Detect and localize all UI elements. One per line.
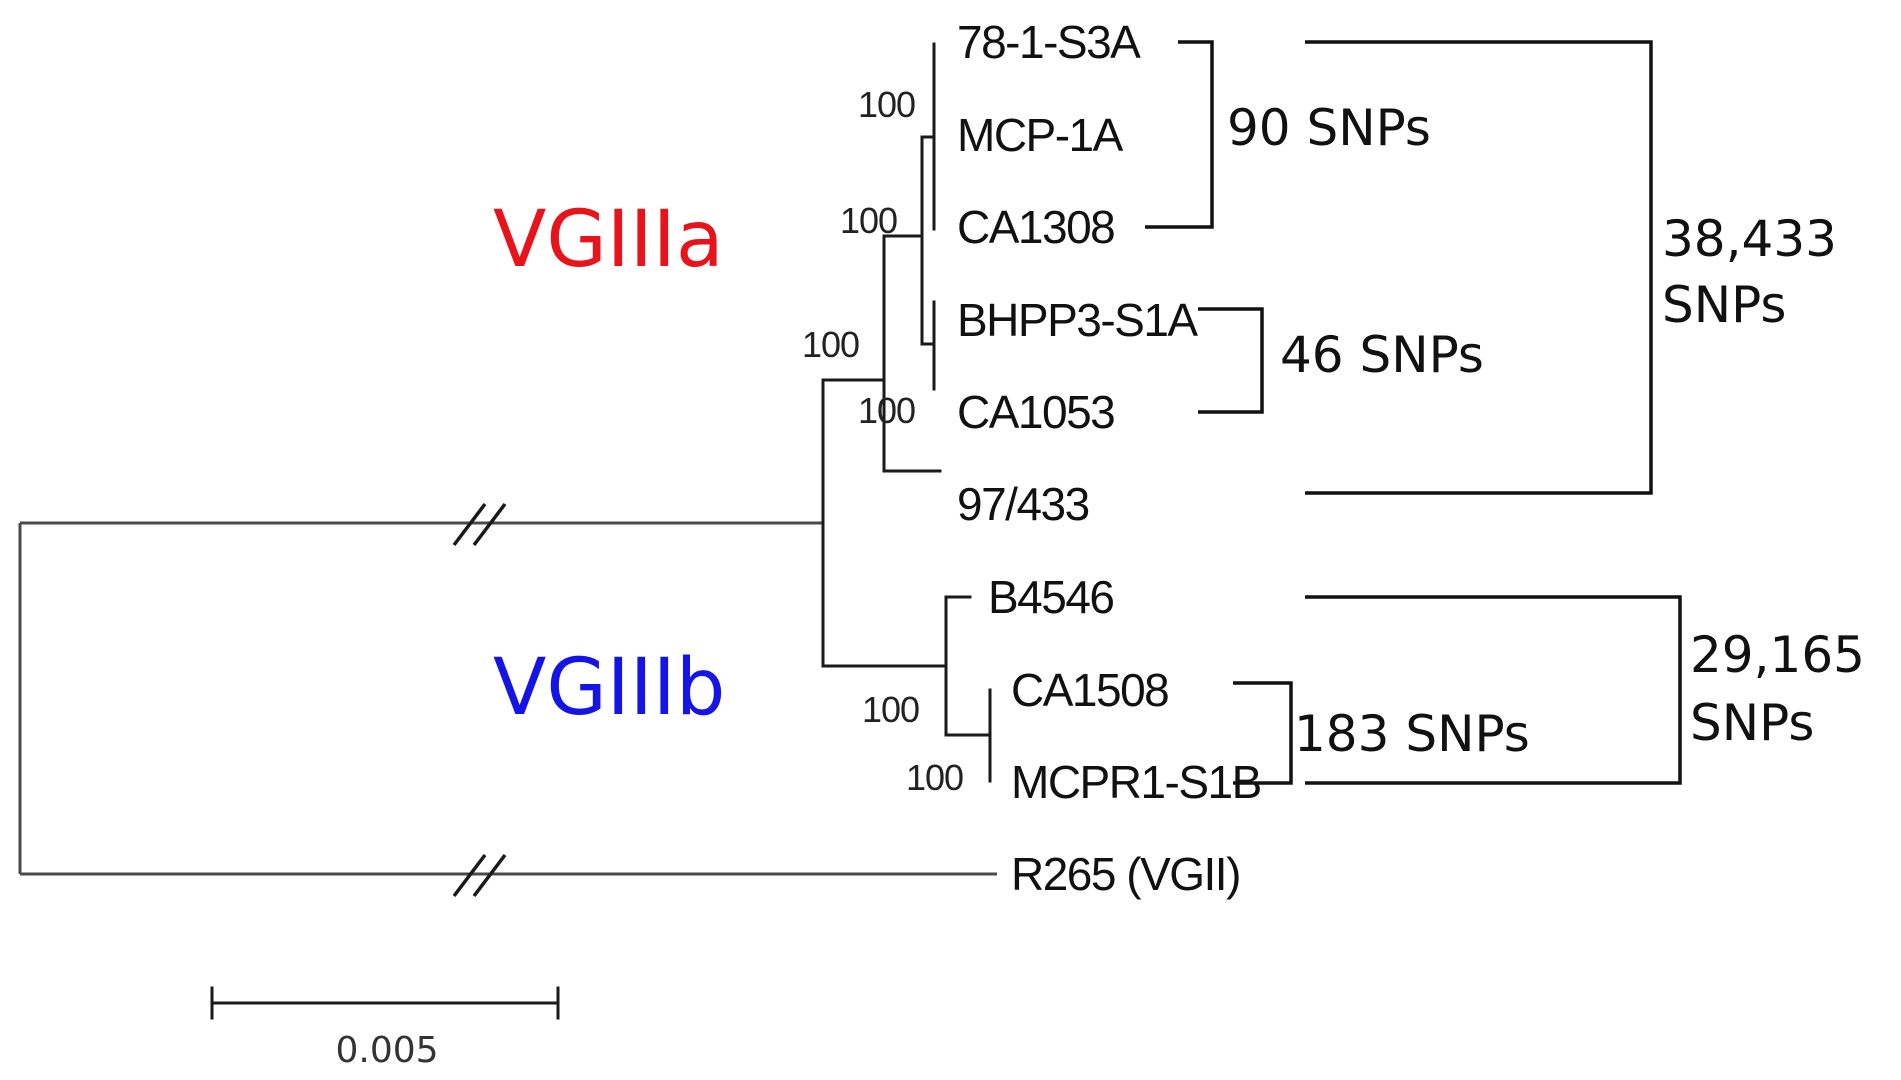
taxon-label: 78-1-S3A bbox=[957, 16, 1141, 68]
bootstrap-value: 100 bbox=[862, 689, 919, 730]
bootstrap-value: 100 bbox=[858, 84, 915, 125]
bracket-38433-snps bbox=[1305, 40, 1653, 495]
clade-label-vgiiia: VGIIIa bbox=[493, 195, 724, 285]
bracket-183-snps bbox=[1233, 681, 1293, 785]
taxon-label: B4546 bbox=[988, 571, 1114, 623]
break-mark-top-1 bbox=[452, 502, 487, 547]
snp-count-label: SNPs bbox=[1690, 694, 1814, 752]
bracket-90-snps bbox=[1145, 40, 1214, 229]
bootstrap-value: 100 bbox=[906, 757, 963, 798]
clade-label-vgiiib: VGIIIb bbox=[493, 643, 725, 733]
snp-count-label: 29,165 bbox=[1690, 626, 1865, 684]
snp-count-label: 90 SNPs bbox=[1227, 99, 1431, 157]
bootstrap-values: 100 100 100 100 100 100 bbox=[802, 84, 964, 798]
bootstrap-value: 100 bbox=[858, 390, 915, 431]
taxon-label: R265 (VGII) bbox=[1011, 848, 1240, 900]
taxon-label: MCPR1-S1B bbox=[1011, 756, 1261, 808]
taxon-label: 97/433 bbox=[957, 478, 1089, 530]
break-mark-top-2 bbox=[472, 502, 507, 547]
snp-count-label: 38,433 bbox=[1662, 210, 1837, 268]
bootstrap-value: 100 bbox=[802, 324, 859, 365]
scale-bar-label: 0.005 bbox=[335, 1030, 438, 1071]
bootstrap-value: 100 bbox=[840, 200, 897, 241]
taxon-label: BHPP3-S1A bbox=[957, 294, 1198, 346]
taxon-label: CA1308 bbox=[957, 201, 1114, 253]
taxon-label: MCP-1A bbox=[957, 109, 1124, 161]
snp-count-label: SNPs bbox=[1662, 276, 1786, 334]
taxon-label: CA1053 bbox=[957, 386, 1114, 438]
taxon-labels: 78-1-S3A MCP-1A CA1308 BHPP3-S1A CA1053 … bbox=[957, 16, 1262, 900]
scale-bar: 0.005 bbox=[210, 986, 560, 1071]
snp-count-label: 183 SNPs bbox=[1294, 705, 1530, 763]
break-mark-bottom-2 bbox=[472, 853, 507, 898]
branch-break-marks bbox=[452, 502, 507, 898]
snp-count-label: 46 SNPs bbox=[1280, 326, 1484, 384]
break-mark-bottom-1 bbox=[452, 853, 487, 898]
tree-branches bbox=[18, 42, 997, 876]
bracket-46-snps bbox=[1198, 307, 1264, 414]
bracket-29165-snps bbox=[1305, 595, 1682, 785]
taxon-label: CA1508 bbox=[1011, 664, 1168, 716]
snp-brackets: 90 SNPs 46 SNPs 38,433 SNPs 183 SNPs 29,… bbox=[1145, 40, 1865, 785]
